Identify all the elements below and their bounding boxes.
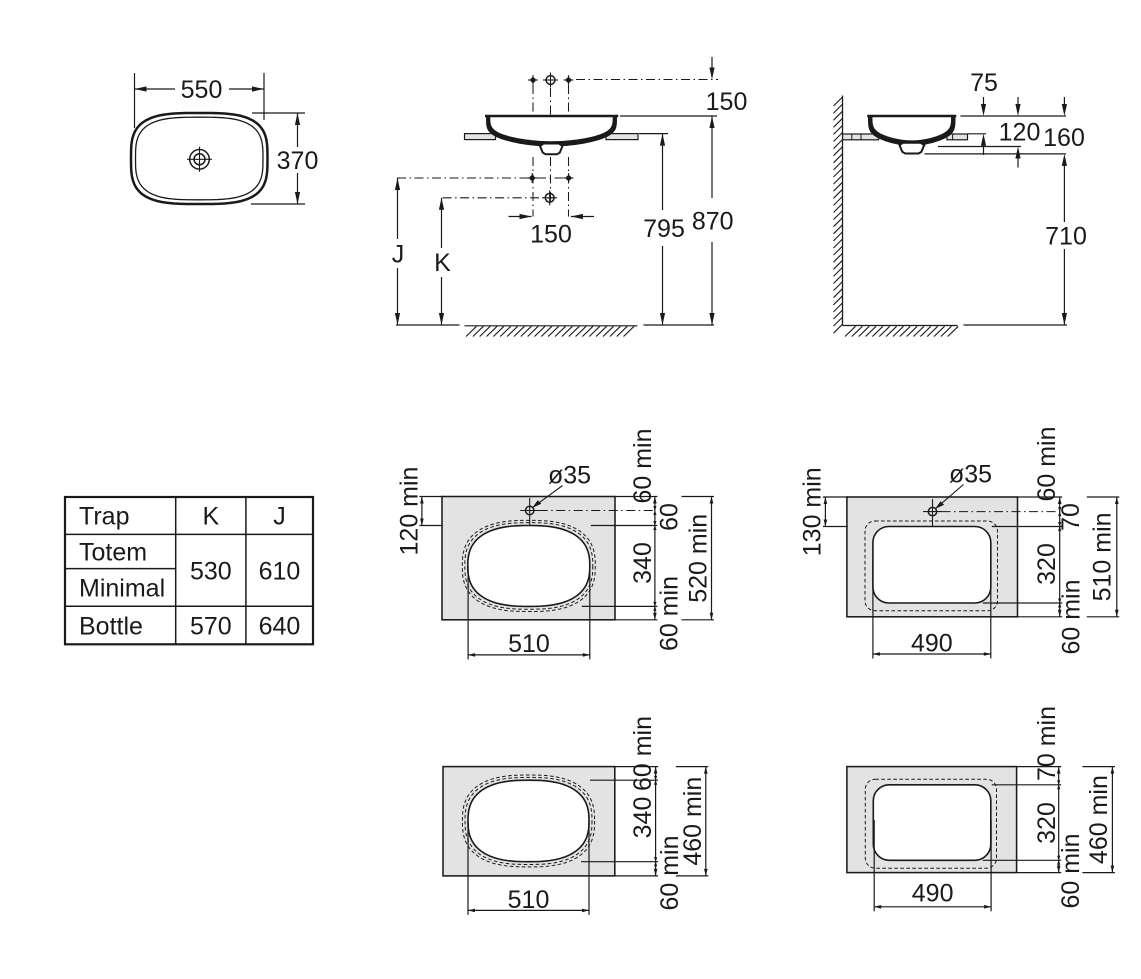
svg-text:60 min: 60 min <box>1057 833 1085 908</box>
svg-text:510: 510 <box>508 886 550 914</box>
svg-text:340: 340 <box>629 797 657 839</box>
svg-text:60: 60 <box>656 503 684 531</box>
svg-text:J: J <box>273 503 286 531</box>
svg-text:130 min: 130 min <box>798 467 826 556</box>
svg-text:ø35: ø35 <box>949 461 992 489</box>
svg-text:Minimal: Minimal <box>79 574 165 602</box>
svg-text:460 min: 460 min <box>1085 775 1113 864</box>
svg-text:570: 570 <box>190 612 232 640</box>
svg-text:60 min: 60 min <box>629 716 657 791</box>
svg-text:60 min: 60 min <box>1033 426 1061 501</box>
svg-text:150: 150 <box>530 221 572 249</box>
svg-text:60 min: 60 min <box>629 428 657 503</box>
svg-text:870: 870 <box>692 207 734 235</box>
svg-text:160: 160 <box>1043 124 1085 152</box>
svg-text:75: 75 <box>970 69 998 97</box>
svg-text:70 min: 70 min <box>1033 706 1061 781</box>
svg-text:490: 490 <box>911 630 953 658</box>
svg-text:640: 640 <box>259 612 301 640</box>
svg-text:550: 550 <box>181 76 223 104</box>
svg-text:Totem: Totem <box>79 539 147 567</box>
svg-text:530: 530 <box>190 557 232 585</box>
svg-text:795: 795 <box>643 215 685 243</box>
svg-text:Bottle: Bottle <box>79 612 143 640</box>
svg-text:370: 370 <box>277 147 319 175</box>
svg-text:Trap: Trap <box>79 503 129 531</box>
svg-text:ø35: ø35 <box>548 462 591 490</box>
svg-text:120 min: 120 min <box>396 467 424 556</box>
svg-text:K: K <box>434 249 451 277</box>
svg-text:340: 340 <box>629 542 657 584</box>
svg-text:K: K <box>202 503 219 531</box>
svg-text:70: 70 <box>1057 503 1085 531</box>
svg-text:460 min: 460 min <box>679 777 707 866</box>
svg-text:510: 510 <box>508 630 550 658</box>
svg-text:320: 320 <box>1033 543 1061 585</box>
svg-text:490: 490 <box>912 880 954 908</box>
svg-text:60 min: 60 min <box>656 576 684 651</box>
svg-text:320: 320 <box>1033 802 1061 844</box>
svg-text:J: J <box>392 241 405 269</box>
svg-text:610: 610 <box>259 557 301 585</box>
svg-text:710: 710 <box>1045 223 1087 251</box>
svg-text:520 min: 520 min <box>685 514 713 603</box>
svg-text:150: 150 <box>706 88 748 116</box>
svg-text:60 min: 60 min <box>1058 579 1086 654</box>
svg-text:60 min: 60 min <box>656 835 684 910</box>
svg-text:120: 120 <box>999 119 1041 147</box>
svg-text:510 min: 510 min <box>1089 512 1117 601</box>
